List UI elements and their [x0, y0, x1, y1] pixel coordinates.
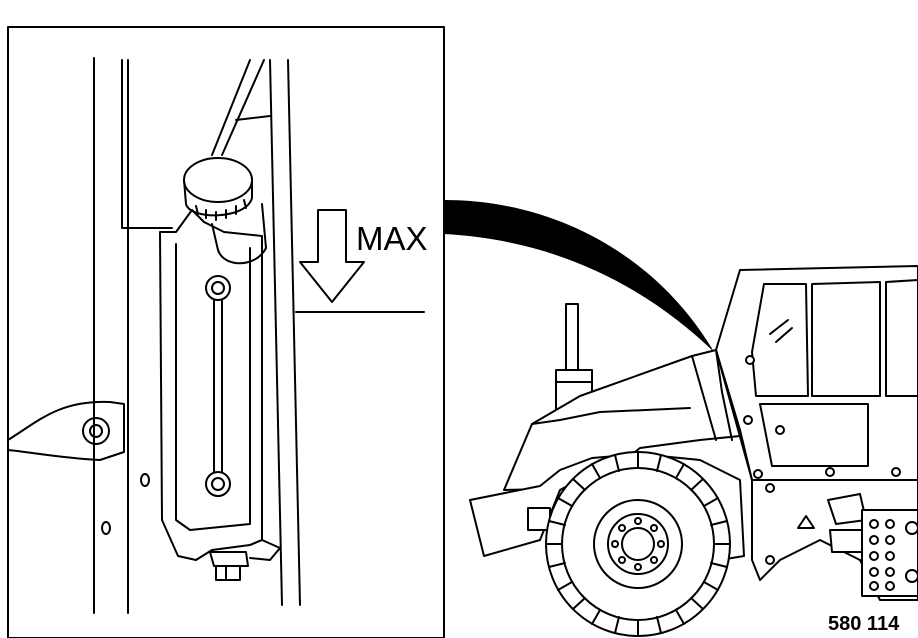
tire-tread: [545, 451, 731, 637]
max-label: MAX: [356, 220, 428, 257]
exhaust-pipe: [565, 303, 579, 379]
callout-leader: [444, 200, 714, 352]
drain-plug: [209, 551, 249, 581]
max-level-arrow: [299, 209, 365, 303]
cab-door: [759, 403, 869, 467]
wheel-nuts: [611, 517, 665, 571]
step-holes: [869, 519, 895, 591]
inset-frame: [7, 26, 445, 638]
filler-cap: [183, 157, 253, 203]
sight-glass: [213, 299, 223, 477]
detail-inset: [7, 26, 445, 638]
figure-code: 580 114: [828, 613, 900, 635]
bracket-bolt: [82, 417, 110, 445]
cab-window-side: [811, 281, 881, 397]
compactor-machine: [469, 265, 918, 637]
cab-window-front: [751, 283, 809, 397]
hinge-bracket: [7, 400, 125, 461]
